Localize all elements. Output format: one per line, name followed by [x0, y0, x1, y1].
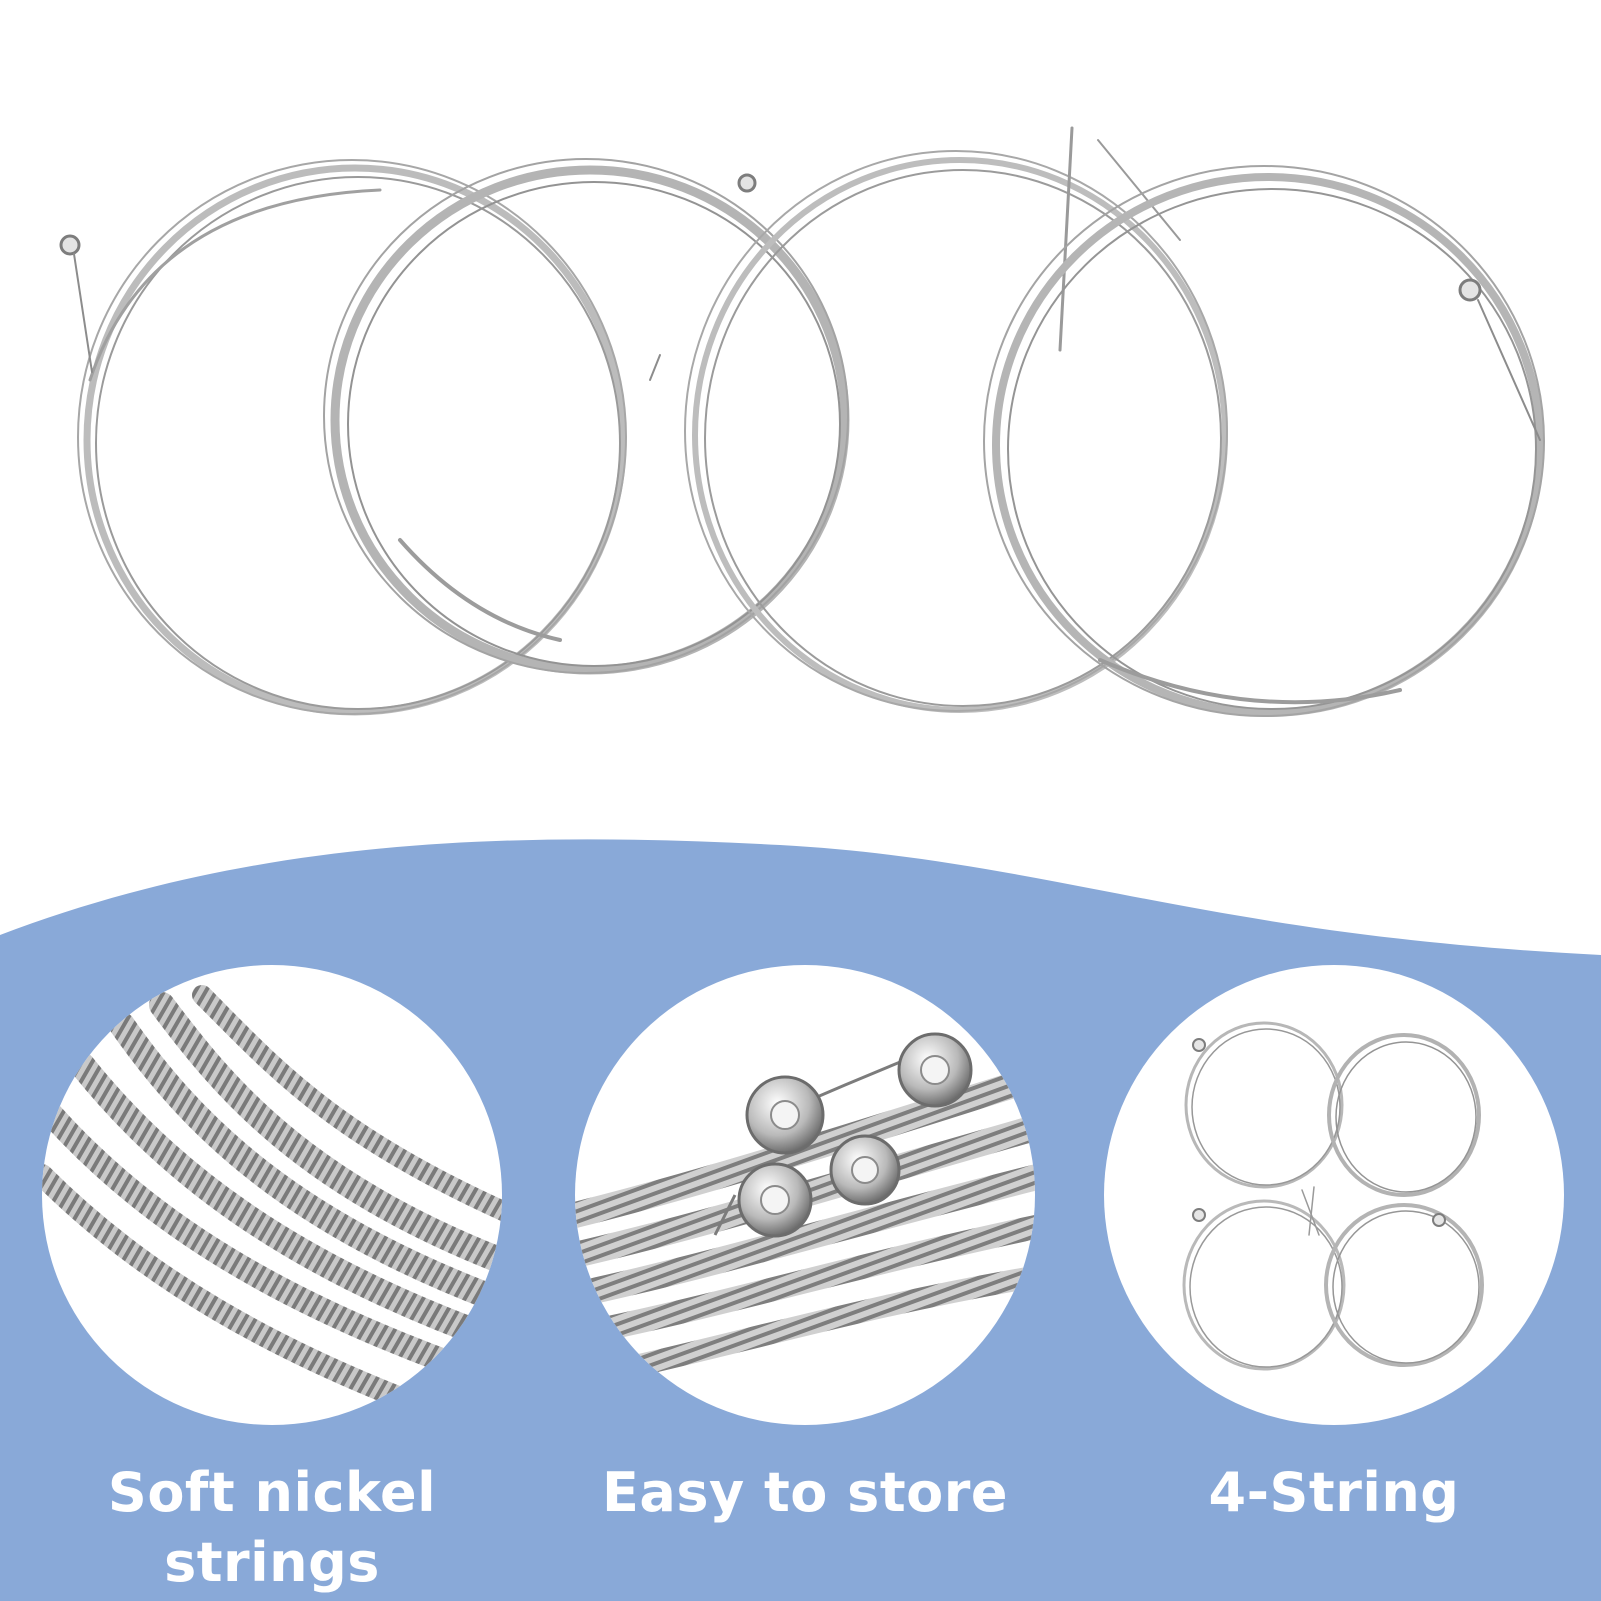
feature-circle-easy-store [575, 965, 1035, 1425]
string-coil-2 [323, 158, 850, 675]
hero-strings-image [59, 126, 1545, 717]
caption-easy-to-store: Easy to store [602, 1461, 1008, 1524]
four-coiled-strings-set-image [1182, 1021, 1484, 1371]
ball-end-group [737, 1032, 973, 1238]
feature-circle-4-string [1104, 965, 1564, 1425]
string-coil-4 [983, 165, 1545, 717]
string-coil-1 [59, 159, 627, 716]
caption-4-string: 4-String [1208, 1461, 1460, 1524]
string-coil-3 [684, 126, 1228, 713]
ball-ends-closeup-image [575, 1032, 1035, 1386]
caption-soft-nickel-strings: Soft nickel strings [107, 1461, 437, 1594]
closeup-wound-strings-image [42, 985, 502, 1425]
feature-circle-soft-nickel [42, 965, 502, 1425]
